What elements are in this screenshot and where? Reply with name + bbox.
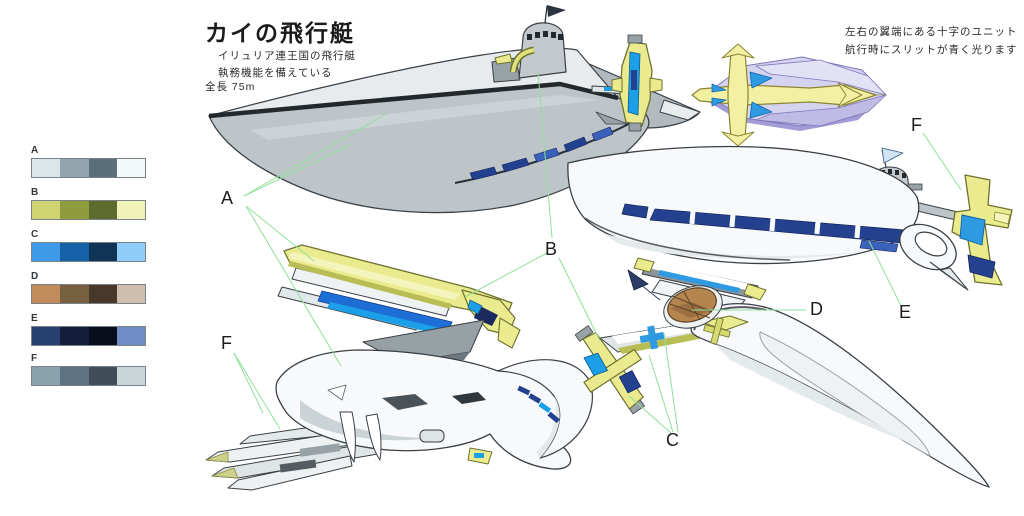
wingtip-unit-side <box>951 174 1013 286</box>
callout-label-e: E <box>899 302 912 322</box>
palette-label: F <box>31 353 38 364</box>
overall-length: 全長 75m <box>205 81 256 93</box>
callout-label-b: B <box>545 239 558 259</box>
view-front-quarter <box>205 244 593 491</box>
wingtip-unit-top <box>574 325 645 415</box>
arm-window-slits <box>517 385 560 424</box>
palette-row-a: A <box>31 145 146 178</box>
view-top-rear <box>574 257 990 488</box>
title-block: カイの飛行艇 <box>205 14 355 48</box>
color-swatch <box>116 285 145 303</box>
wingtip-unit-detail <box>691 43 887 147</box>
color-swatch <box>32 159 61 177</box>
description-line: イリュリア連王国の飛行艇 <box>218 50 356 62</box>
palette-label: A <box>31 145 39 156</box>
palette-label: E <box>31 313 39 324</box>
color-swatch <box>116 327 145 345</box>
palette-row-f: F <box>31 353 146 386</box>
description-line: 執務機能を備えている <box>218 67 333 79</box>
callout-label-f-top: F <box>911 115 922 135</box>
window-slits <box>469 126 614 181</box>
note-line: 航行時にスリットが青く光ります <box>845 44 1018 56</box>
color-swatch <box>60 327 89 345</box>
wooden-deck <box>663 285 723 329</box>
palette-label: B <box>31 187 39 198</box>
color-swatch <box>88 367 117 385</box>
color-swatch <box>32 367 61 385</box>
bridge-tower <box>491 5 567 83</box>
color-swatch <box>88 327 117 345</box>
color-swatch <box>88 201 117 219</box>
color-swatch <box>60 367 89 385</box>
color-swatch <box>116 243 145 261</box>
window-band <box>621 203 906 253</box>
callout-label-a: A <box>221 188 234 208</box>
color-swatch <box>116 201 145 219</box>
note-line: 左右の翼端にある十字のユニット <box>845 26 1018 38</box>
callout-label-f-bottom: F <box>221 333 232 353</box>
color-swatch <box>88 285 117 303</box>
color-swatch <box>32 243 61 261</box>
color-swatch <box>60 201 89 219</box>
stern-ring <box>899 223 957 271</box>
palette-row-d: D <box>31 271 146 304</box>
color-swatch <box>60 243 89 261</box>
palette-row-e: E <box>31 313 146 346</box>
color-swatch <box>116 367 145 385</box>
palette-label: C <box>31 229 39 240</box>
color-swatch <box>88 243 117 261</box>
palette-row-b: B <box>31 187 146 220</box>
yellow-wing <box>283 244 521 349</box>
palette-row-c: C <box>31 229 146 262</box>
color-swatch <box>60 285 89 303</box>
yellow-cross-piece <box>703 317 731 345</box>
page-title: カイの飛行艇 <box>205 20 355 46</box>
palette-label: D <box>31 271 39 282</box>
description: イリュリア連王国の飛行艇 執務機能を備えている <box>218 48 356 82</box>
color-swatch <box>32 285 61 303</box>
callout-label-d: D <box>810 299 823 319</box>
color-swatch <box>32 201 61 219</box>
view-side-profile <box>567 145 1013 291</box>
flag <box>881 147 904 164</box>
color-swatch <box>60 159 89 177</box>
blue-cross-lower <box>639 325 665 350</box>
callout-label-c: C <box>666 430 679 450</box>
callout-lines <box>233 71 962 434</box>
flag <box>547 5 566 17</box>
view-hull-underside <box>208 5 701 214</box>
wingtip-note: 左右の翼端にある十字のユニット 航行時にスリットが青く光ります <box>845 23 1018 59</box>
color-swatch <box>116 159 145 177</box>
color-swatch <box>32 327 61 345</box>
wingtip-unit-edge <box>591 34 663 132</box>
color-swatch <box>88 159 117 177</box>
